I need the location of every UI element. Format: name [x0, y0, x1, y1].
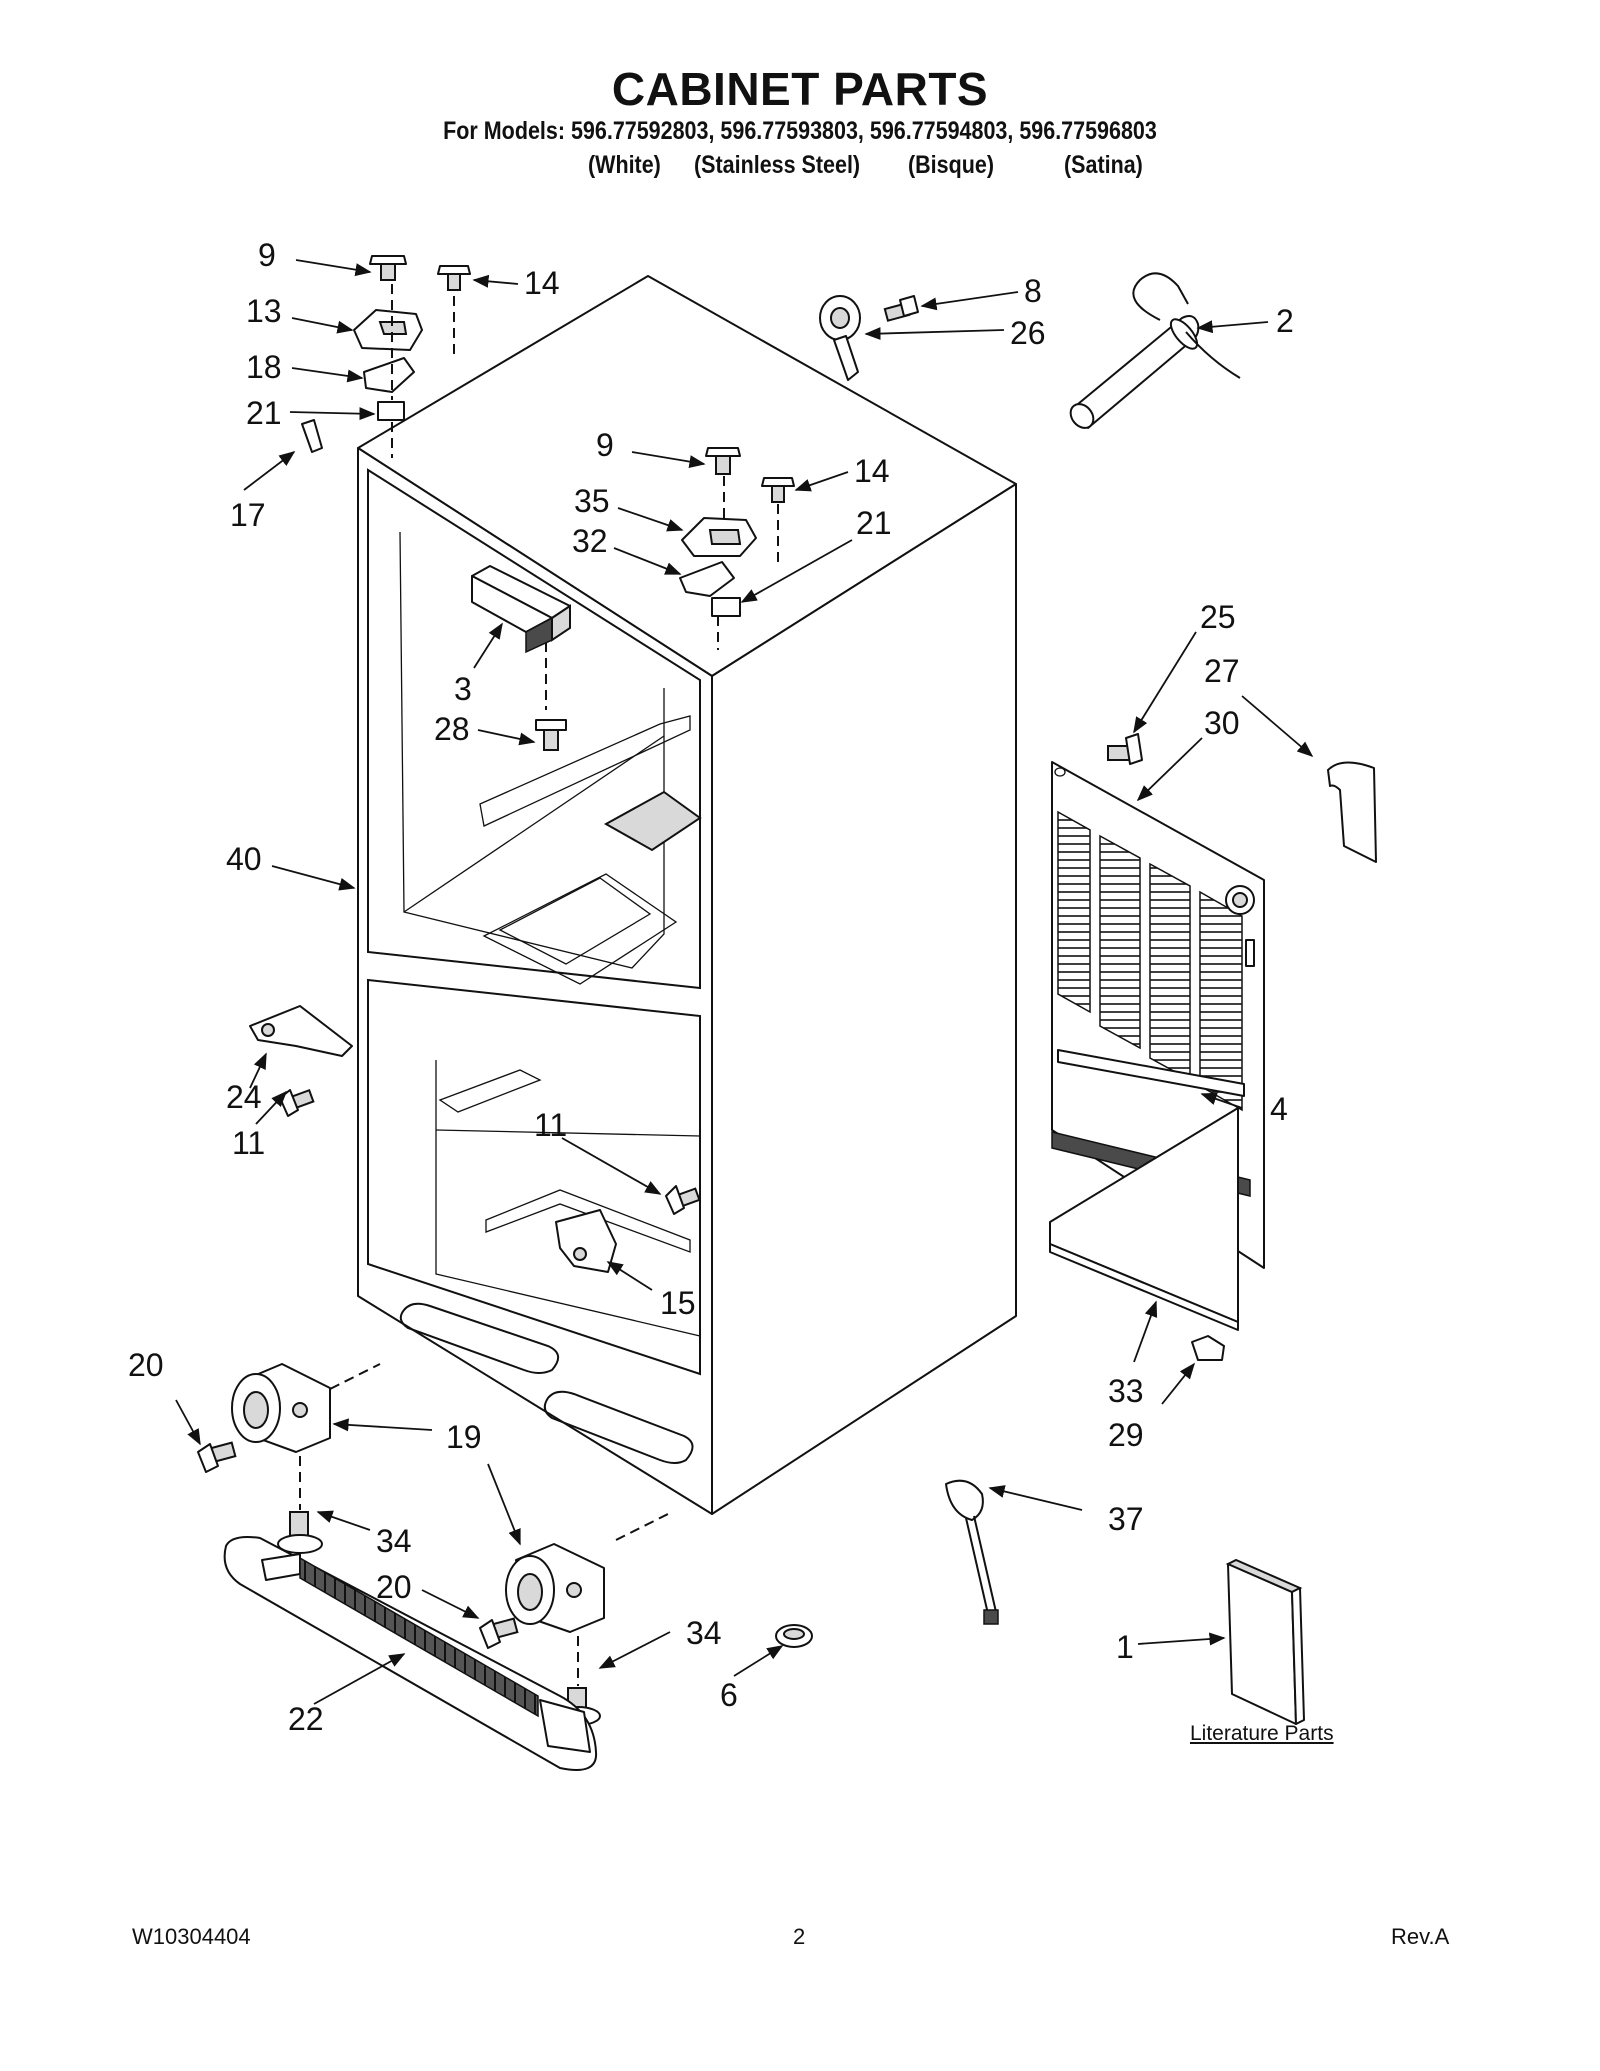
callout-19: 19 — [446, 1419, 482, 1455]
document-number: W10304404 — [132, 1924, 251, 1949]
callout-4: 4 — [1270, 1091, 1288, 1127]
callout-21: 21 — [246, 395, 282, 431]
color-stainless-steel: (Stainless Steel) — [694, 151, 861, 179]
model-numbers: For Models: 596.77592803, 596.77593803, … — [443, 117, 1157, 145]
callout-25: 25 — [1200, 599, 1236, 635]
callout-labels: 9 14 13 18 21 17 8 26 2 9 14 35 32 21 3 … — [128, 237, 1294, 1737]
callout-9: 9 — [596, 427, 614, 463]
literature-book-1 — [1225, 1558, 1305, 1725]
roller-assembly-right — [479, 1543, 605, 1726]
callout-21: 21 — [856, 505, 892, 541]
callout-28: 28 — [434, 711, 470, 747]
callout-30: 30 — [1204, 705, 1240, 741]
callout-35: 35 — [574, 483, 610, 519]
color-satina: (Satina) — [1064, 151, 1143, 179]
callout-37: 37 — [1108, 1501, 1144, 1537]
callout-6: 6 — [720, 1677, 738, 1713]
drawer-bracket-15 — [555, 1185, 701, 1273]
cabinet-40 — [315, 275, 1017, 1541]
callout-17: 17 — [230, 497, 266, 533]
callout-1: 1 — [1116, 1629, 1134, 1665]
page-number: 2 — [793, 1924, 806, 1949]
color-white: (White) — [588, 151, 661, 179]
callout-18: 18 — [246, 349, 282, 385]
page-title: CABINET PARTS — [611, 63, 989, 115]
bracket-24 — [249, 1005, 353, 1117]
callout-9: 9 — [258, 237, 276, 273]
top-hinge-right-assembly — [679, 447, 795, 617]
callout-34: 34 — [376, 1523, 412, 1559]
callout-20: 20 — [128, 1347, 164, 1383]
part-37 — [945, 1479, 999, 1625]
callout-32: 32 — [572, 523, 608, 559]
callout-33: 33 — [1108, 1373, 1144, 1409]
grommet-6 — [775, 1624, 813, 1648]
callout-34: 34 — [686, 1615, 722, 1651]
color-bisque: (Bisque) — [908, 151, 994, 179]
roller-assembly-left — [197, 1363, 331, 1554]
toe-grille-22 — [223, 1536, 598, 1771]
callout-29: 29 — [1108, 1417, 1144, 1453]
clip-26 — [819, 295, 919, 381]
callout-22: 22 — [288, 1701, 324, 1737]
callout-24: 24 — [226, 1079, 262, 1115]
callout-15: 15 — [660, 1285, 696, 1321]
panel-33-and-strip-4 — [1049, 1049, 1251, 1361]
callout-3: 3 — [454, 671, 472, 707]
callout-11: 11 — [232, 1125, 265, 1161]
callout-27: 27 — [1204, 653, 1240, 689]
callout-11: 11 — [534, 1107, 567, 1143]
callout-13: 13 — [246, 293, 282, 329]
callout-26: 26 — [1010, 315, 1046, 351]
revision: Rev.A — [1391, 1924, 1450, 1949]
callout-14: 14 — [524, 265, 560, 301]
leader-lines — [175, 259, 1314, 1705]
tube-part-2 — [1069, 272, 1241, 429]
literature-parts-label: Literature Parts — [1190, 1722, 1334, 1745]
callout-20: 20 — [376, 1569, 412, 1605]
top-hinge-left-assembly — [301, 255, 471, 453]
bracket-3 — [471, 565, 571, 751]
callout-8: 8 — [1024, 273, 1042, 309]
callout-40: 40 — [226, 841, 262, 877]
callout-14: 14 — [854, 453, 890, 489]
callout-2: 2 — [1276, 303, 1294, 339]
